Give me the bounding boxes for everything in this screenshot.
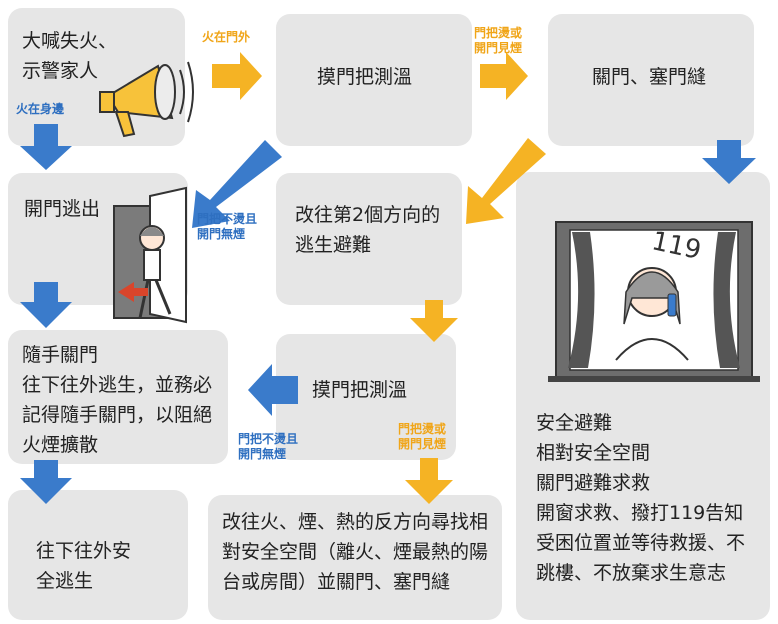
close-seal-box bbox=[548, 14, 754, 146]
touch-door-text-mid: 摸門把測溫 bbox=[312, 379, 408, 401]
touch-door-box-top bbox=[276, 14, 472, 146]
close-behind-box bbox=[8, 330, 228, 464]
go-out-box bbox=[8, 490, 188, 620]
window-phone-call-icon: 119 bbox=[548, 221, 760, 382]
change-direction-text: 改往第2個方向的逃生避難 bbox=[295, 204, 441, 256]
open-escape-text: 開門逃出 bbox=[24, 198, 101, 220]
arrow-down-open-escape bbox=[20, 282, 72, 328]
safe-refuge-line-3: 關門避難求救 bbox=[536, 472, 651, 494]
arrow-down-close-behind bbox=[20, 460, 72, 504]
opposite-direction-text: 改往火、煙、熱的反方向尋找相對安全空間（離火、煙最熱的陽台或房間）並關門、塞門縫 bbox=[222, 511, 489, 593]
touch-door-box-mid bbox=[276, 334, 456, 460]
arrow-diag-not-hot-top bbox=[192, 140, 282, 228]
safe-refuge-line-5: 受困位置並等待救援、不 bbox=[536, 532, 746, 554]
label-not-hot-mid: 門把不燙且開門無煙 bbox=[238, 432, 299, 461]
label-hot-smoke-top: 門把燙或開門見煙 bbox=[474, 26, 523, 55]
girl-escaping-door-icon bbox=[113, 186, 187, 324]
touch-door-text-top: 摸門把測溫 bbox=[317, 66, 413, 88]
shout-text: 大喊失火、示警家人 bbox=[22, 30, 118, 82]
close-behind-title: 隨手關門 bbox=[22, 344, 99, 366]
arrow-down-close-seal bbox=[702, 140, 756, 184]
arrow-right-hot-smoke bbox=[480, 52, 528, 100]
arrow-left-not-hot-mid bbox=[248, 364, 298, 416]
arrow-diag-hot-top bbox=[466, 138, 546, 224]
go-out-text: 往下往外安全逃生 bbox=[36, 540, 132, 592]
safe-refuge-line-2: 相對安全空間 bbox=[536, 442, 651, 464]
close-seal-text: 關門、塞門縫 bbox=[592, 66, 707, 88]
opposite-direction-box bbox=[208, 495, 502, 620]
safe-refuge-line-6: 跳樓、不放棄求生意志 bbox=[536, 562, 727, 584]
safe-refuge-line-1: 安全避難 bbox=[536, 412, 613, 434]
megaphone-icon bbox=[99, 61, 194, 138]
label-fire-outside: 火在門外 bbox=[202, 30, 251, 44]
arrow-down-fire-nearby bbox=[20, 124, 72, 170]
arrow-down-hot-mid bbox=[405, 458, 453, 504]
label-hot-smoke-mid: 門把燙或開門見煙 bbox=[398, 422, 447, 451]
arrow-down-change-dir bbox=[410, 300, 458, 342]
close-behind-body: 往下往外逃生，並務必記得隨手關門，以阻絕火煙擴散 bbox=[22, 374, 213, 456]
label-fire-nearby: 火在身邊 bbox=[16, 102, 65, 116]
safe-refuge-line-4: 開窗求救、撥打119告知 bbox=[536, 502, 744, 524]
change-direction-box bbox=[276, 173, 462, 305]
label-not-hot-top: 門把不燙且開門無煙 bbox=[197, 212, 258, 241]
arrow-right-fire-outside bbox=[212, 52, 262, 100]
